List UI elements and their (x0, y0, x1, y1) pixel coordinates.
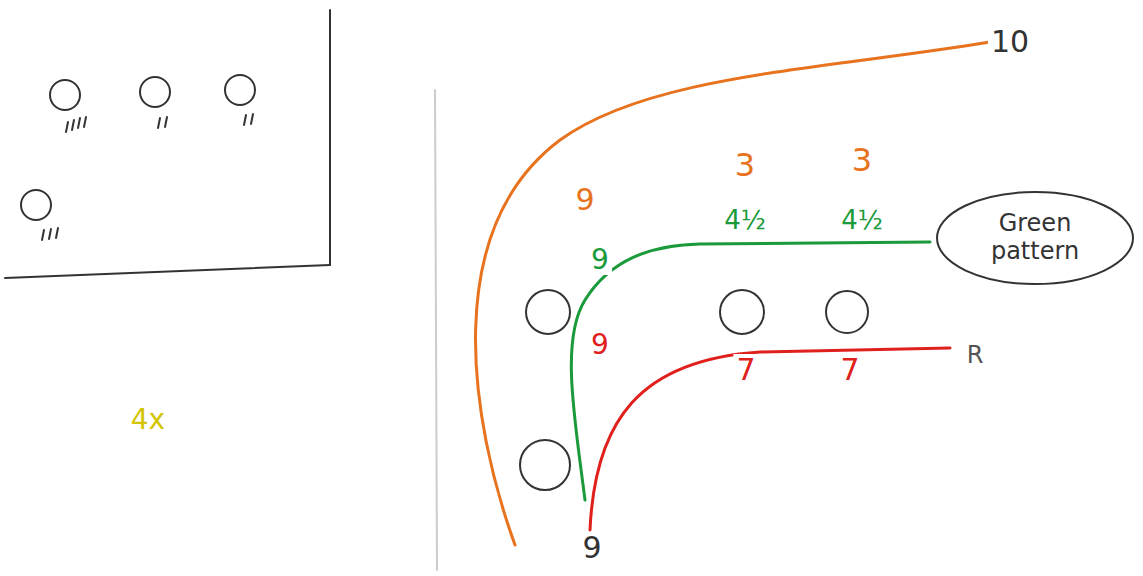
green-number: 4½ (838, 206, 886, 234)
tally-marks (42, 228, 58, 240)
plant-circle (50, 80, 80, 110)
tally-marks (244, 114, 253, 125)
note-ellipse: Green pattern (935, 190, 1135, 286)
plant-circle (225, 75, 255, 105)
end-number: 10 (988, 26, 1032, 58)
orange-number: 9 (572, 184, 597, 216)
tally-marks (158, 117, 167, 128)
green-number: 9 (588, 245, 612, 275)
panel-border (435, 90, 437, 570)
plant-circle (140, 77, 170, 107)
panel-border (5, 265, 330, 278)
red-path (590, 348, 950, 530)
multiplier-note: 4x (128, 405, 168, 435)
red-number: 9 (588, 330, 612, 360)
tally-marks (66, 117, 86, 132)
plant-circle (520, 440, 570, 490)
orange-number: 3 (732, 148, 758, 182)
red-number: 7 (837, 354, 862, 386)
note-text: Green pattern (975, 210, 1095, 265)
orange-path (475, 42, 990, 545)
red-number: 7 (733, 354, 758, 386)
green-number: 4½ (721, 206, 769, 234)
plant-circle (720, 290, 764, 334)
plant-circle (526, 290, 570, 334)
orange-number: 3 (849, 143, 875, 177)
green-path (571, 242, 930, 500)
black-number: 9 (579, 532, 604, 564)
plant-circle (21, 190, 51, 220)
path-letter: R (964, 342, 987, 368)
panel-border (329, 10, 331, 265)
plant-circle (826, 291, 868, 333)
